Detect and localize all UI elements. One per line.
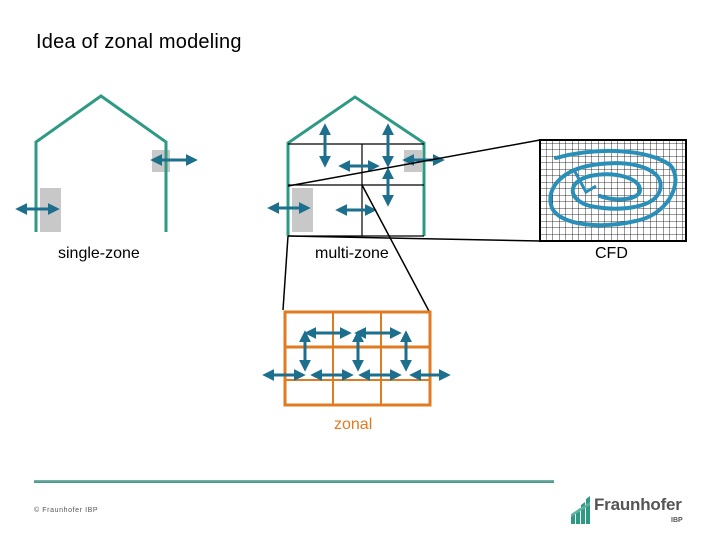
house-outline — [286, 95, 426, 236]
house-outline — [34, 94, 168, 232]
logo-sub: IBP — [671, 517, 683, 524]
single-zone-house — [15, 94, 198, 232]
zonal-label: zonal — [334, 416, 373, 433]
door-opening — [292, 188, 313, 232]
single-zone-label: single-zone — [58, 245, 140, 262]
zoom-line — [287, 235, 541, 242]
page-title: Idea of zonal modeling — [36, 31, 242, 53]
cfd-swirl — [548, 149, 678, 228]
logo-name: Fraunhofer — [594, 495, 682, 514]
zoom-line — [287, 139, 541, 187]
footer-divider — [34, 480, 554, 483]
zoom-line — [282, 235, 289, 311]
multi-zone-label: multi-zone — [315, 245, 389, 262]
multi-zone-house — [267, 95, 445, 237]
cfd-label: CFD — [595, 245, 628, 262]
zoom-line — [361, 184, 431, 314]
cfd-swirl — [572, 169, 597, 195]
zonal-box — [262, 310, 451, 407]
copyright-text: © Fraunhofer IBP — [34, 507, 99, 514]
fraunhofer-logo-icon — [571, 496, 590, 524]
cfd-grid-box — [539, 139, 687, 242]
